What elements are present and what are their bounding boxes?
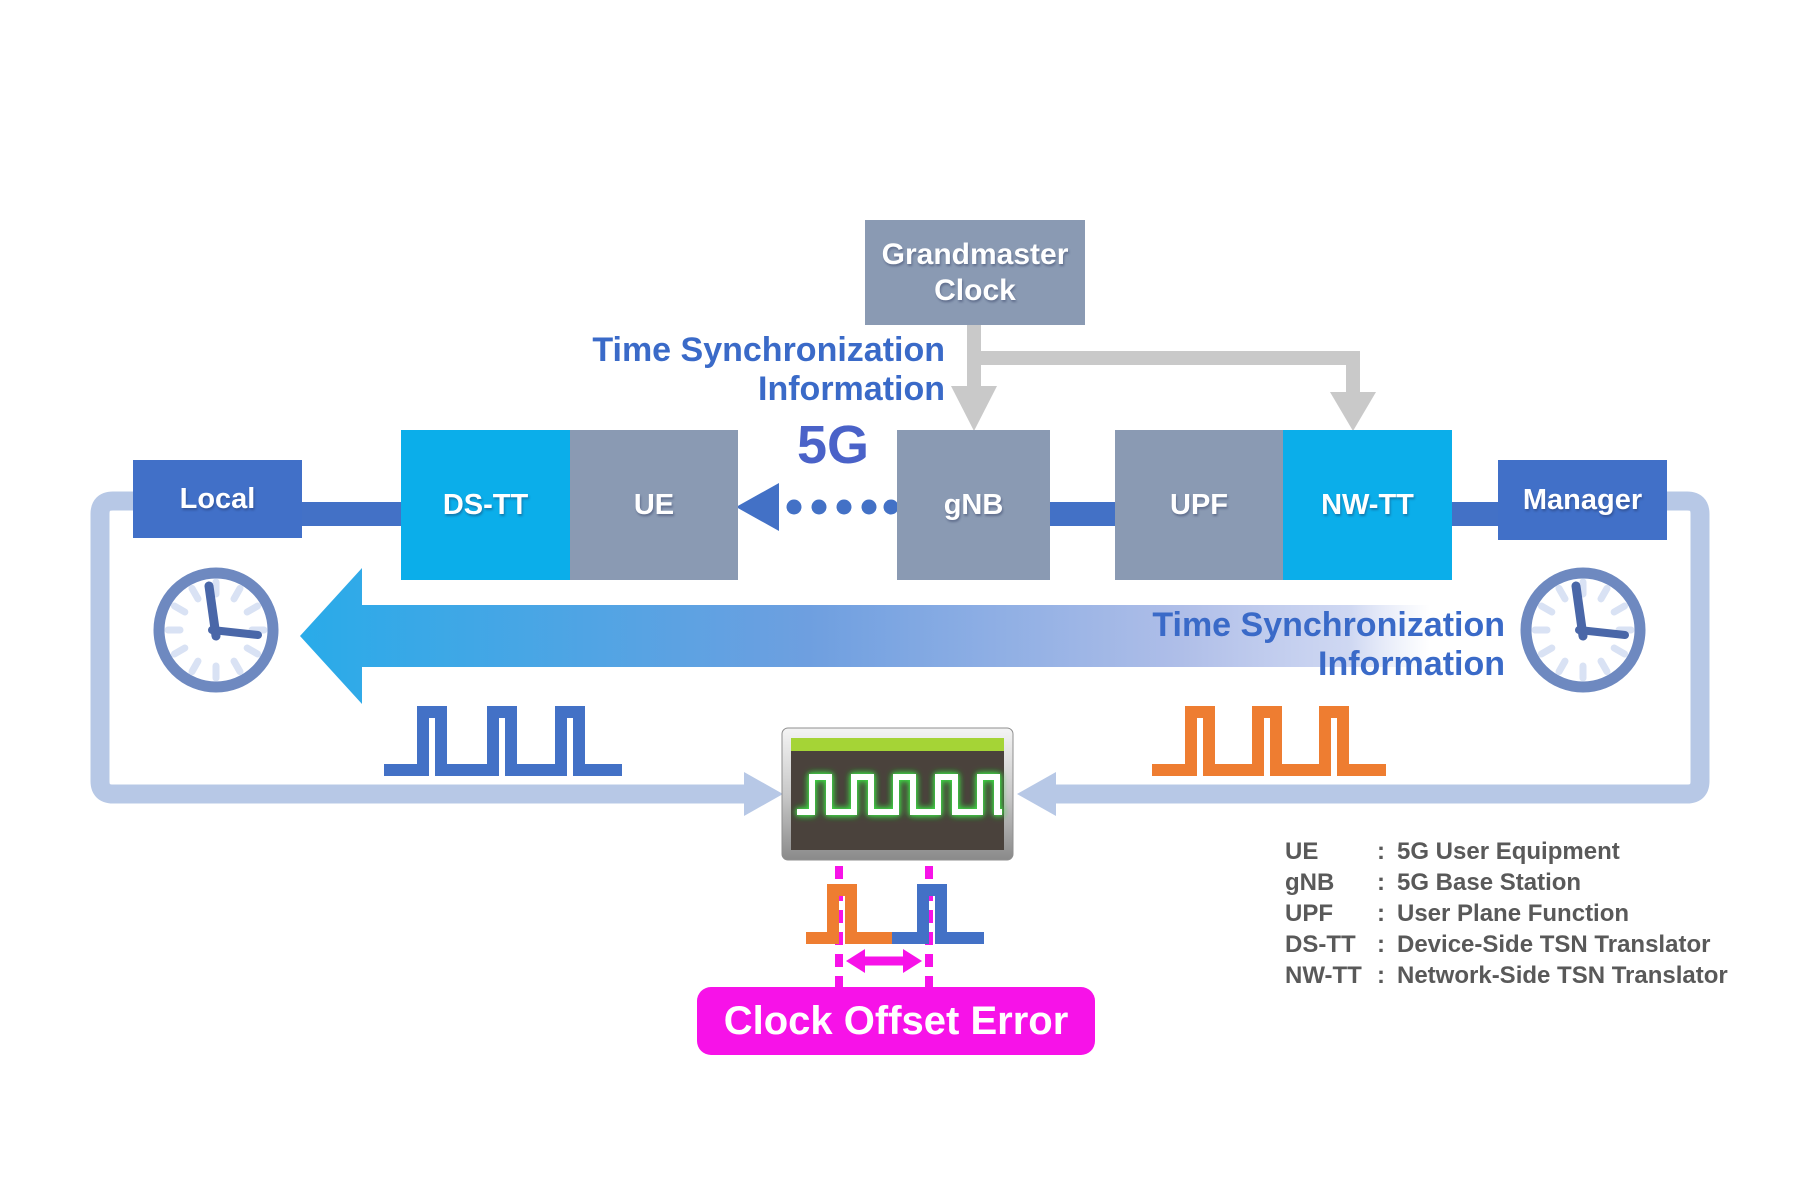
legend-row: gNB : 5G Base Station bbox=[1285, 867, 1728, 898]
legend-row: UE : 5G User Equipment bbox=[1285, 836, 1728, 867]
legend-definition: Device-Side TSN Translator bbox=[1397, 931, 1711, 958]
clock-offset-error-badge: Clock Offset Error bbox=[697, 987, 1095, 1055]
scope-pulse-trace bbox=[797, 774, 1002, 815]
time-sync-top-line2: Information bbox=[758, 370, 945, 408]
legend-term: gNB bbox=[1285, 869, 1335, 896]
legend-separator: : bbox=[1377, 931, 1385, 958]
manager-clock-pulse-wave bbox=[1152, 706, 1386, 776]
legend-definition: User Plane Function bbox=[1397, 900, 1630, 927]
manager-node: Manager bbox=[1498, 460, 1667, 540]
five-g-dotted-arrow bbox=[736, 483, 899, 531]
arrow-into-nw-tt bbox=[1330, 392, 1376, 431]
sync-flow-gradient-arrow bbox=[300, 568, 1430, 704]
clock-icon-left bbox=[153, 567, 279, 693]
upf-node: UPF bbox=[1115, 430, 1283, 580]
time-sync-top-line1: Time Synchronization bbox=[592, 331, 945, 369]
grandmaster-distribution-arrows bbox=[951, 325, 1376, 431]
legend-term: DS-TT bbox=[1285, 931, 1356, 958]
legend-term: UE bbox=[1285, 838, 1319, 865]
legend: UE : 5G User Equipment gNB : 5G Base Sta… bbox=[1285, 836, 1728, 991]
network-loop-left bbox=[90, 491, 783, 816]
time-sync-right-line2: Information bbox=[1318, 645, 1505, 683]
legend-separator: : bbox=[1377, 838, 1385, 865]
legend-separator: : bbox=[1377, 962, 1385, 989]
loop-arrowhead-into-scope-right bbox=[1017, 772, 1056, 816]
legend-term: UPF bbox=[1285, 900, 1333, 927]
time-sync-right-line1: Time Synchronization bbox=[1152, 606, 1505, 644]
legend-definition: Network-Side TSN Translator bbox=[1397, 962, 1728, 989]
nw-tt-node: NW-TT bbox=[1283, 430, 1452, 580]
node-connectors bbox=[302, 502, 1499, 526]
ue-node: UE bbox=[570, 430, 738, 580]
local-node: Local bbox=[133, 460, 302, 538]
legend-separator: : bbox=[1377, 869, 1385, 896]
legend-row: DS-TT : Device-Side TSN Translator bbox=[1285, 929, 1728, 960]
loop-arrowhead-into-scope-left bbox=[744, 772, 783, 816]
offset-measure-arrowhead-right bbox=[903, 949, 922, 973]
arrow-into-gnb bbox=[951, 386, 997, 431]
oscilloscope-icon bbox=[781, 727, 1014, 861]
legend-term: NW-TT bbox=[1285, 962, 1362, 989]
legend-row: NW-TT : Network-Side TSN Translator bbox=[1285, 960, 1728, 991]
time-sync-info-top-label: Time Synchronization Information bbox=[545, 331, 945, 409]
local-clock-pulse-wave bbox=[384, 706, 622, 776]
legend-separator: : bbox=[1377, 900, 1385, 927]
gnb-node: gNB bbox=[897, 430, 1050, 580]
legend-definition: 5G Base Station bbox=[1397, 869, 1582, 896]
legend-row: UPF : User Plane Function bbox=[1285, 898, 1728, 929]
legend-definition: 5G User Equipment bbox=[1397, 838, 1620, 865]
clock-icon-right bbox=[1520, 567, 1646, 693]
five-g-label: 5G bbox=[796, 415, 870, 475]
offset-measure-arrowhead-left bbox=[846, 949, 865, 973]
ds-tt-node: DS-TT bbox=[401, 430, 570, 580]
time-sync-info-bottom-label: Time Synchronization Information bbox=[1105, 606, 1505, 684]
clock-offset-detail bbox=[806, 866, 984, 988]
grandmaster-clock-node: Grandmaster Clock bbox=[865, 220, 1085, 325]
offset-pulse-blue bbox=[892, 884, 984, 944]
network-loop-right bbox=[1017, 491, 1710, 816]
offset-pulse-orange bbox=[806, 884, 892, 944]
